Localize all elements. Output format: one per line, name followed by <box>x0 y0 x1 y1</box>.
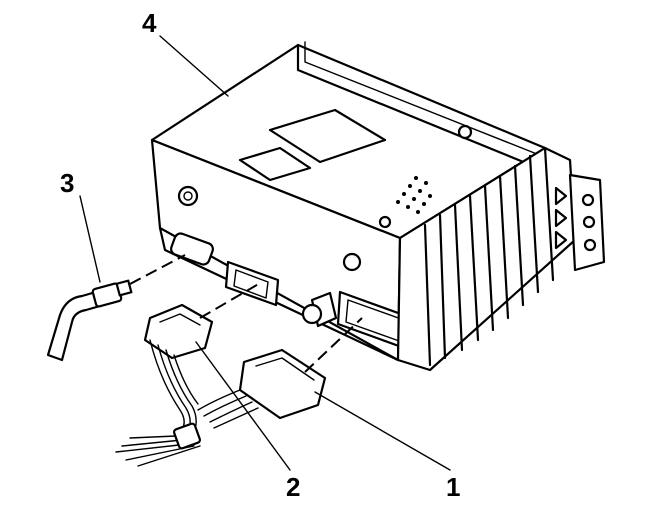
callout-4: 4 <box>142 8 157 38</box>
callout-1: 1 <box>446 472 460 502</box>
fin-8 <box>528 154 540 294</box>
leader-3 <box>79 195 101 283</box>
fin-2 <box>438 213 447 360</box>
connector-1-ridge <box>255 357 315 381</box>
wire-bundle <box>115 339 259 467</box>
top-corner-screw <box>378 215 392 229</box>
connector-2-ridge <box>159 313 201 326</box>
top-label-plate-small <box>238 146 312 182</box>
antenna-cable <box>46 290 102 362</box>
leader-lines <box>79 35 451 471</box>
bracket-tab-1 <box>554 186 568 206</box>
antenna-plug-tip <box>115 279 133 297</box>
bracket-hole-3 <box>583 238 597 252</box>
callout-3: 3 <box>60 168 74 198</box>
fin-1 <box>423 223 432 367</box>
harness-socket-left <box>224 260 280 307</box>
harness-connector-1 <box>238 317 363 420</box>
bracket-tab-3 <box>554 230 568 250</box>
fin-4 <box>468 194 480 342</box>
leader-1 <box>314 391 451 471</box>
callout-2: 2 <box>286 472 300 502</box>
wire-bundle-tie <box>172 422 202 450</box>
front-mount-hole-inner <box>183 191 193 201</box>
fuse-post-cap <box>301 303 323 325</box>
fin-6 <box>498 174 510 320</box>
mounting-bracket <box>554 173 606 272</box>
connector-2-insert-guide <box>199 281 263 319</box>
connector-1-insert-guide <box>304 317 363 373</box>
leader-2 <box>195 341 291 471</box>
connector-2-body <box>143 303 214 360</box>
fin-7 <box>513 164 525 307</box>
top-label-plate <box>268 108 387 164</box>
harness-socket-left-inner <box>233 269 269 299</box>
front-mount-hole-right <box>342 252 362 272</box>
top-screw <box>457 124 473 140</box>
bracket-tab-2 <box>554 208 568 228</box>
connector-1-body <box>238 348 327 420</box>
harness-connector-2 <box>143 281 263 360</box>
leader-4 <box>159 35 229 97</box>
radio-receiver-unit <box>150 41 553 362</box>
top-vent-dots <box>396 176 432 214</box>
antenna-insert-guide <box>129 254 186 285</box>
bracket-hole-1 <box>581 193 595 207</box>
fin-9 <box>543 146 555 282</box>
bracket-hole-2 <box>582 215 596 229</box>
front-mount-hole <box>177 185 199 207</box>
fin-3 <box>453 203 464 352</box>
fin-5 <box>483 184 495 332</box>
antenna-lead <box>46 254 186 362</box>
